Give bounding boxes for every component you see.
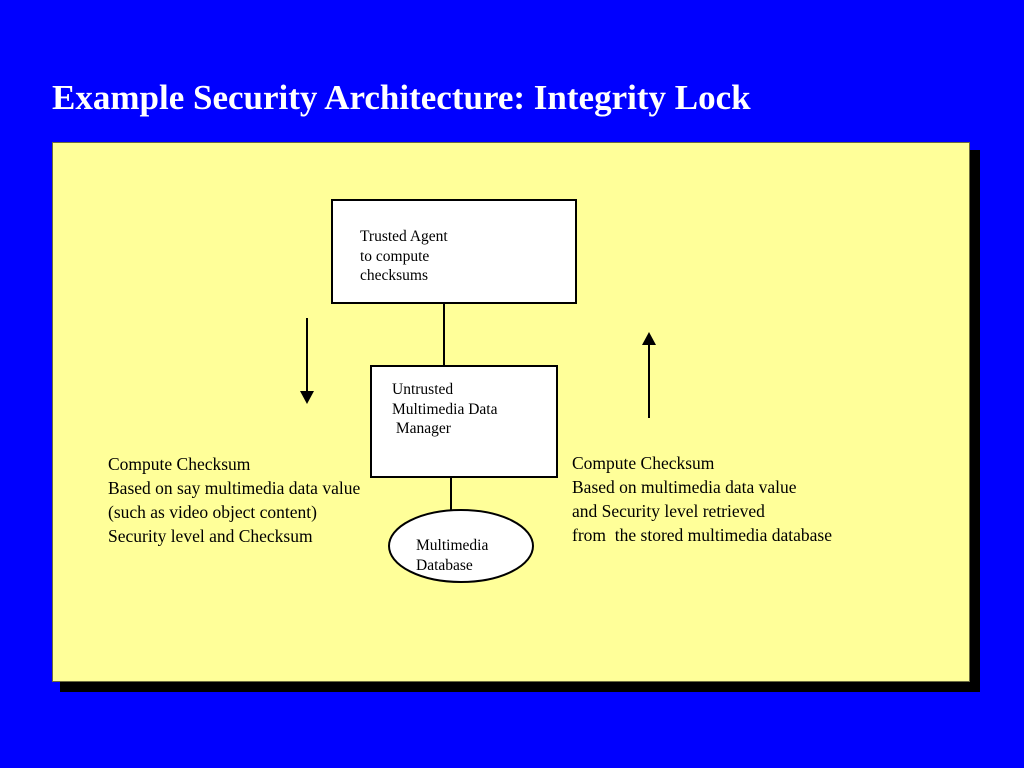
connector-agent-to-manager xyxy=(443,302,445,367)
right-note-line-2: Based on multimedia data value xyxy=(572,477,797,497)
trusted-agent-label: Trusted Agent to compute checksums xyxy=(360,227,448,286)
right-note-line-3: and Security level retrieved xyxy=(572,501,765,521)
right-checksum-note: Compute Checksum Based on multimedia dat… xyxy=(572,451,832,547)
trusted-agent-box xyxy=(331,199,577,304)
database-line-2: Database xyxy=(416,556,473,574)
data-manager-label: Untrusted Multimedia Data Manager xyxy=(392,380,497,439)
trusted-agent-line-3: checksums xyxy=(360,267,429,284)
trusted-agent-line-2: to compute xyxy=(360,247,430,265)
data-manager-box xyxy=(370,365,558,478)
connector-manager-to-database xyxy=(450,476,452,513)
left-note-line-3: (such as video object content) xyxy=(108,502,317,522)
database-label: Multimedia Database xyxy=(416,536,488,575)
data-manager-line-3: Manager xyxy=(392,420,451,437)
right-note-line-1: Compute Checksum xyxy=(572,453,715,473)
data-manager-line-2: Multimedia Data xyxy=(392,400,498,418)
slide-title: Example Security Architecture: Integrity… xyxy=(52,78,751,117)
database-line-1: Multimedia xyxy=(416,537,489,554)
right-note-line-4: from the stored multimedia database xyxy=(572,525,832,545)
data-manager-line-1: Untrusted xyxy=(392,381,454,398)
left-checksum-note: Compute Checksum Based on say multimedia… xyxy=(108,452,360,548)
left-note-line-1: Compute Checksum xyxy=(108,454,251,474)
left-note-line-2: Based on say multimedia data value xyxy=(108,478,361,498)
trusted-agent-line-1: Trusted Agent xyxy=(360,228,448,245)
left-note-line-4: Security level and Checksum xyxy=(108,526,313,546)
